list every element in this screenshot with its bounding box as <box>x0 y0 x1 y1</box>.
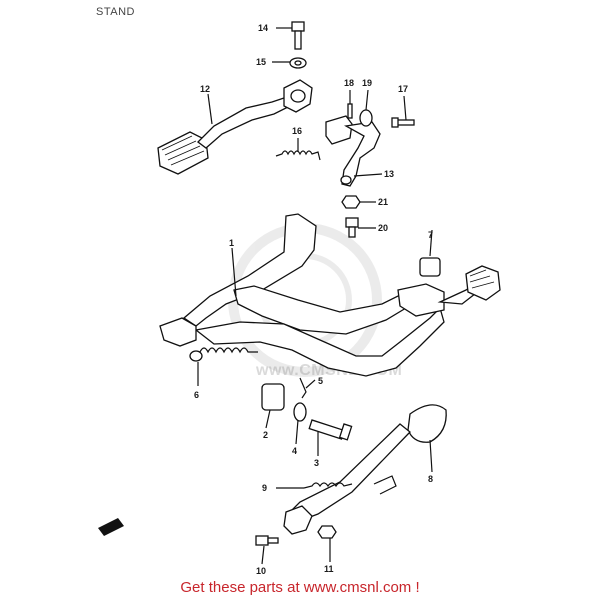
clip-19-part <box>359 109 373 127</box>
brake-pedal-part <box>157 79 313 175</box>
callout-7: 7 <box>428 230 433 240</box>
callout-10: 10 <box>256 566 266 576</box>
callout-21: 21 <box>378 197 388 207</box>
callout-9: 9 <box>262 483 267 493</box>
callout-8: 8 <box>428 474 433 484</box>
pin-18-part <box>347 103 353 119</box>
bolt-20-part <box>345 217 359 238</box>
main-stand-frame-part <box>159 213 501 377</box>
callout-12: 12 <box>200 84 210 94</box>
callout-18: 18 <box>344 78 354 88</box>
lever-13-part <box>325 115 381 187</box>
footer-link-text[interactable]: Get these parts at www.cmsnl.com ! <box>180 579 420 596</box>
bolt-10-part <box>255 535 279 546</box>
diagram-title: STAND <box>96 6 135 18</box>
collar-2-part <box>261 383 285 411</box>
front-arrow-icon <box>98 518 124 536</box>
spring-9-part <box>303 482 353 489</box>
side-stand-8-part <box>283 404 447 535</box>
callout-6: 6 <box>194 390 199 400</box>
nut-11-part <box>317 525 337 539</box>
callout-4: 4 <box>292 446 297 456</box>
cotter-pin-5-part <box>299 377 307 399</box>
callout-11: 11 <box>324 564 334 574</box>
callout-2: 2 <box>263 430 268 440</box>
callout-3: 3 <box>314 458 319 468</box>
callout-1: 1 <box>229 238 234 248</box>
pivot-bolt-3-part <box>308 419 353 441</box>
callout-16: 16 <box>292 126 302 136</box>
spring-16-part <box>275 150 321 161</box>
rubber-cap-7-part <box>419 257 441 277</box>
callout-5: 5 <box>318 376 323 386</box>
callout-13: 13 <box>384 169 394 179</box>
washer-15-part <box>289 57 307 69</box>
bolt-17-part <box>391 117 415 128</box>
callout-14: 14 <box>258 23 268 33</box>
washer-4-part <box>293 402 307 422</box>
bolt-14-part <box>291 21 305 50</box>
callout-leaders <box>197 27 433 565</box>
callout-17: 17 <box>398 84 408 94</box>
callout-15: 15 <box>256 57 266 67</box>
callout-20: 20 <box>378 223 388 233</box>
callout-19: 19 <box>362 78 372 88</box>
spring-6-part <box>189 347 258 362</box>
nut-21-part <box>341 195 361 209</box>
